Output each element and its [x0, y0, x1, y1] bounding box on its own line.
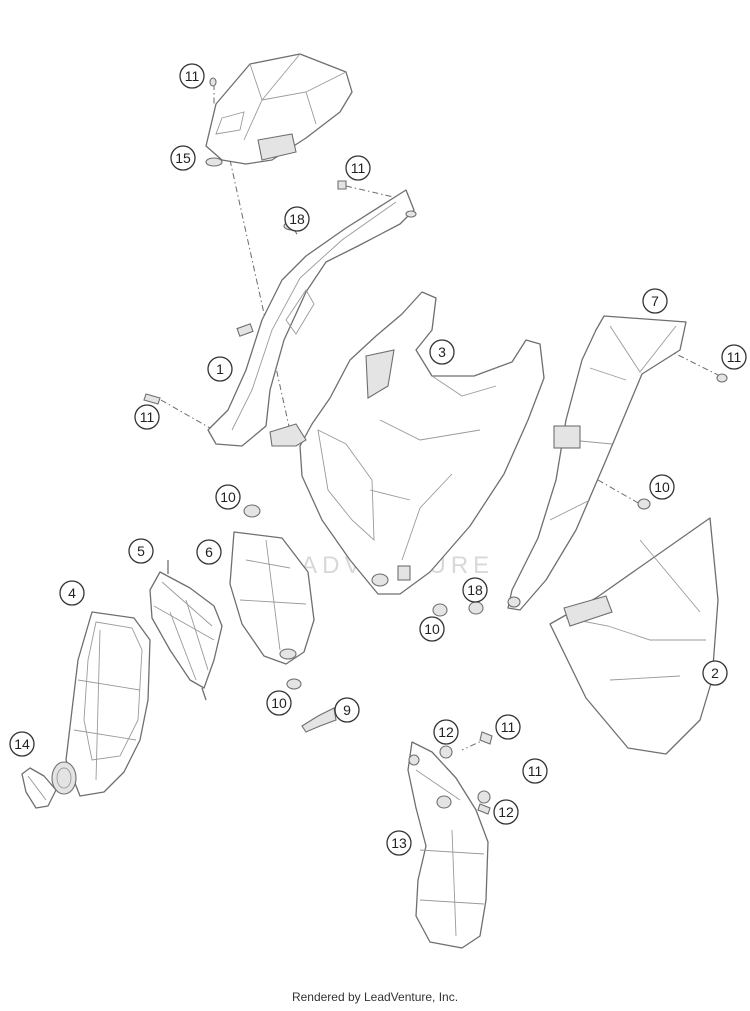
svg-text:11: 11	[501, 719, 516, 735]
callout-10-right: 10	[649, 474, 675, 500]
svg-text:9: 9	[343, 702, 351, 718]
callout-5: 5	[128, 538, 154, 564]
callout-11-left: 11	[134, 404, 160, 430]
svg-text:3: 3	[438, 344, 446, 360]
callout-13: 13	[386, 830, 412, 856]
svg-text:11: 11	[185, 68, 200, 84]
svg-text:6: 6	[205, 544, 213, 560]
callout-18-upper: 18	[284, 206, 310, 232]
svg-text:18: 18	[289, 211, 305, 227]
svg-text:12: 12	[498, 804, 514, 820]
svg-text:10: 10	[424, 621, 440, 637]
part-lower-guard	[407, 741, 489, 949]
callout-12-upper: 12	[433, 719, 459, 745]
svg-text:7: 7	[651, 293, 659, 309]
part-side-panel	[549, 517, 719, 755]
svg-text:11: 11	[727, 349, 742, 365]
part-hose-clamp	[21, 767, 57, 809]
svg-text:11: 11	[528, 763, 543, 779]
callout-11-lower-a: 11	[495, 714, 521, 740]
svg-text:10: 10	[220, 489, 236, 505]
part-filter-cage	[149, 560, 223, 701]
svg-text:15: 15	[175, 150, 191, 166]
callout-10-left: 10	[215, 484, 241, 510]
callout-9: 9	[334, 697, 360, 723]
part-filter-cover	[229, 531, 315, 665]
callout-12-lower: 12	[493, 799, 519, 825]
svg-text:10: 10	[654, 479, 670, 495]
part-tray	[205, 53, 353, 167]
svg-text:5: 5	[137, 543, 145, 559]
callout-15: 15	[170, 145, 196, 171]
footer-credit: Rendered by LeadVenture, Inc.	[291, 990, 459, 1004]
svg-text:4: 4	[68, 585, 76, 601]
callout-11-top: 11	[179, 63, 205, 89]
part-bracket	[207, 189, 417, 447]
svg-text:12: 12	[438, 724, 454, 740]
svg-text:10: 10	[271, 695, 287, 711]
callout-10-center: 10	[419, 616, 445, 642]
svg-text:11: 11	[140, 409, 155, 425]
callout-18-lower: 18	[462, 577, 488, 603]
callout-7: 7	[642, 288, 668, 314]
callout-6: 6	[196, 539, 222, 565]
callout-14: 14	[9, 731, 35, 757]
callouts: 11 15 11 18 7 3 1 11	[9, 63, 747, 856]
svg-text:11: 11	[351, 160, 366, 176]
callout-2: 2	[702, 660, 728, 686]
part-bracket-right	[507, 315, 687, 611]
callout-1: 1	[207, 356, 233, 382]
hardware	[143, 77, 728, 815]
svg-text:14: 14	[14, 736, 30, 752]
callout-4: 4	[59, 580, 85, 606]
callout-11-lower-b: 11	[522, 758, 548, 784]
svg-text:2: 2	[711, 665, 719, 681]
part-shroud-center	[269, 291, 545, 595]
part-air-filter	[51, 611, 151, 797]
callout-11-upper-right: 11	[345, 155, 371, 181]
callout-3: 3	[429, 339, 455, 365]
svg-text:1: 1	[216, 361, 224, 377]
part-clip	[301, 707, 337, 733]
callout-10-lower: 10	[266, 690, 292, 716]
callout-11-right: 11	[721, 344, 747, 370]
svg-text:18: 18	[467, 582, 483, 598]
svg-text:13: 13	[391, 835, 407, 851]
